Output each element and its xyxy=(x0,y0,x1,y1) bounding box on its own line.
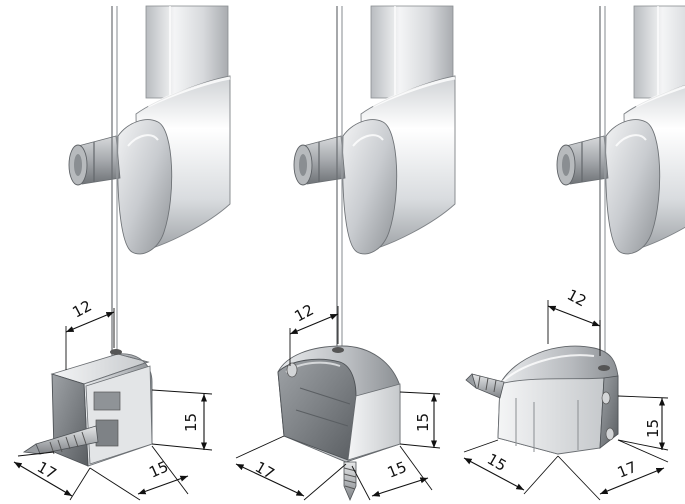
cord-weight-block-right xyxy=(497,345,619,455)
dim-front-left: 15 xyxy=(146,457,171,481)
screw-left xyxy=(22,425,99,455)
dim-top-right: 12 xyxy=(564,286,589,311)
dim-height-middle: 15 xyxy=(414,413,432,432)
dim-front-middle: 15 xyxy=(385,458,409,482)
panel-right: 12 15 17 15 xyxy=(463,4,685,501)
dim-side-left: 17 xyxy=(34,458,60,483)
rail-assembly-left xyxy=(67,4,232,358)
dim-height-right: 15 xyxy=(644,419,662,438)
panel-left: 12 15 15 17 xyxy=(13,4,232,501)
screw-right xyxy=(465,373,505,399)
dim-top-left: 12 xyxy=(69,297,94,322)
dim-height-left: 15 xyxy=(182,413,200,432)
dim-front-right: 17 xyxy=(615,458,639,482)
cord-weight-block-left xyxy=(50,349,153,467)
dimension-lines-right xyxy=(463,300,669,501)
dimension-lines-left xyxy=(13,308,213,501)
cord-weight-block-middle xyxy=(277,345,401,463)
dimension-lines-middle xyxy=(235,306,441,501)
dim-top-middle: 12 xyxy=(291,301,316,326)
rail-assembly-middle xyxy=(292,4,457,358)
dim-side-middle: 17 xyxy=(252,458,278,483)
screw-middle xyxy=(343,461,357,502)
panel-middle: 12 15 15 17 xyxy=(235,4,457,502)
